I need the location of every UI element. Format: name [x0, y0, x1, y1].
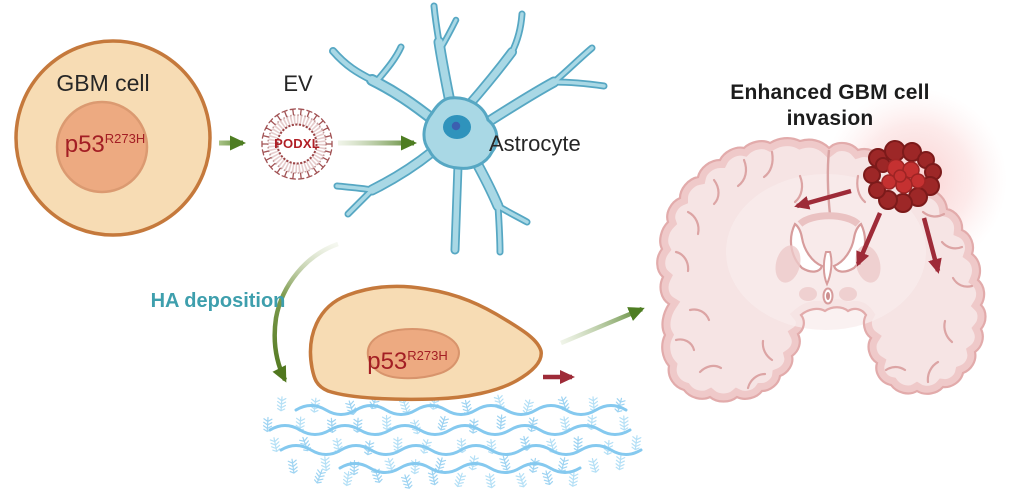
- p53-superscript: R273H: [104, 131, 146, 146]
- ev-lumen: [276, 123, 318, 165]
- ha-deposition-arrow: [272, 241, 339, 383]
- ev-vesicle: [261, 108, 333, 180]
- ev-surface-proteins: [261, 108, 333, 180]
- ev-label: EV: [283, 71, 313, 96]
- gbm-cell: [14, 39, 212, 237]
- ha-deposition-label: HA deposition: [150, 290, 286, 312]
- ha-wavy-chains: [268, 404, 643, 474]
- podxl-label: PODXL: [274, 136, 320, 151]
- brain-midline-fissure: [826, 149, 832, 216]
- p53-mutation-label: p53R273H: [40, 131, 170, 159]
- corpus-callosum: [797, 212, 861, 227]
- brain-section: [656, 88, 1007, 403]
- astrocyte-label: Astrocyte: [489, 131, 581, 156]
- to-brain-arrow: [560, 306, 645, 346]
- migrating-cell-mutation-label: p53R273H: [345, 348, 470, 376]
- astrocyte-nucleolus: [451, 121, 461, 131]
- figure-title: Enhanced GBM cell invasion: [730, 81, 930, 130]
- astrocyte-cell: [329, 2, 608, 256]
- gbm-cell-label: GBM cell: [56, 70, 150, 96]
- ha-matrix: [262, 393, 643, 491]
- ev-membrane-ring: [268, 115, 326, 173]
- brain-sulci: [674, 150, 974, 390]
- migrating-gbm-cell: [308, 284, 543, 402]
- p53-base: p53: [367, 348, 408, 375]
- tumor-mass: [863, 140, 942, 213]
- brain-invasion-arrows: [794, 188, 942, 274]
- p53-superscript: R273H: [407, 348, 448, 363]
- p53-base: p53: [64, 131, 105, 158]
- gbm-cell-nucleus: [55, 100, 149, 194]
- migrating-cell-nucleus: [366, 328, 460, 380]
